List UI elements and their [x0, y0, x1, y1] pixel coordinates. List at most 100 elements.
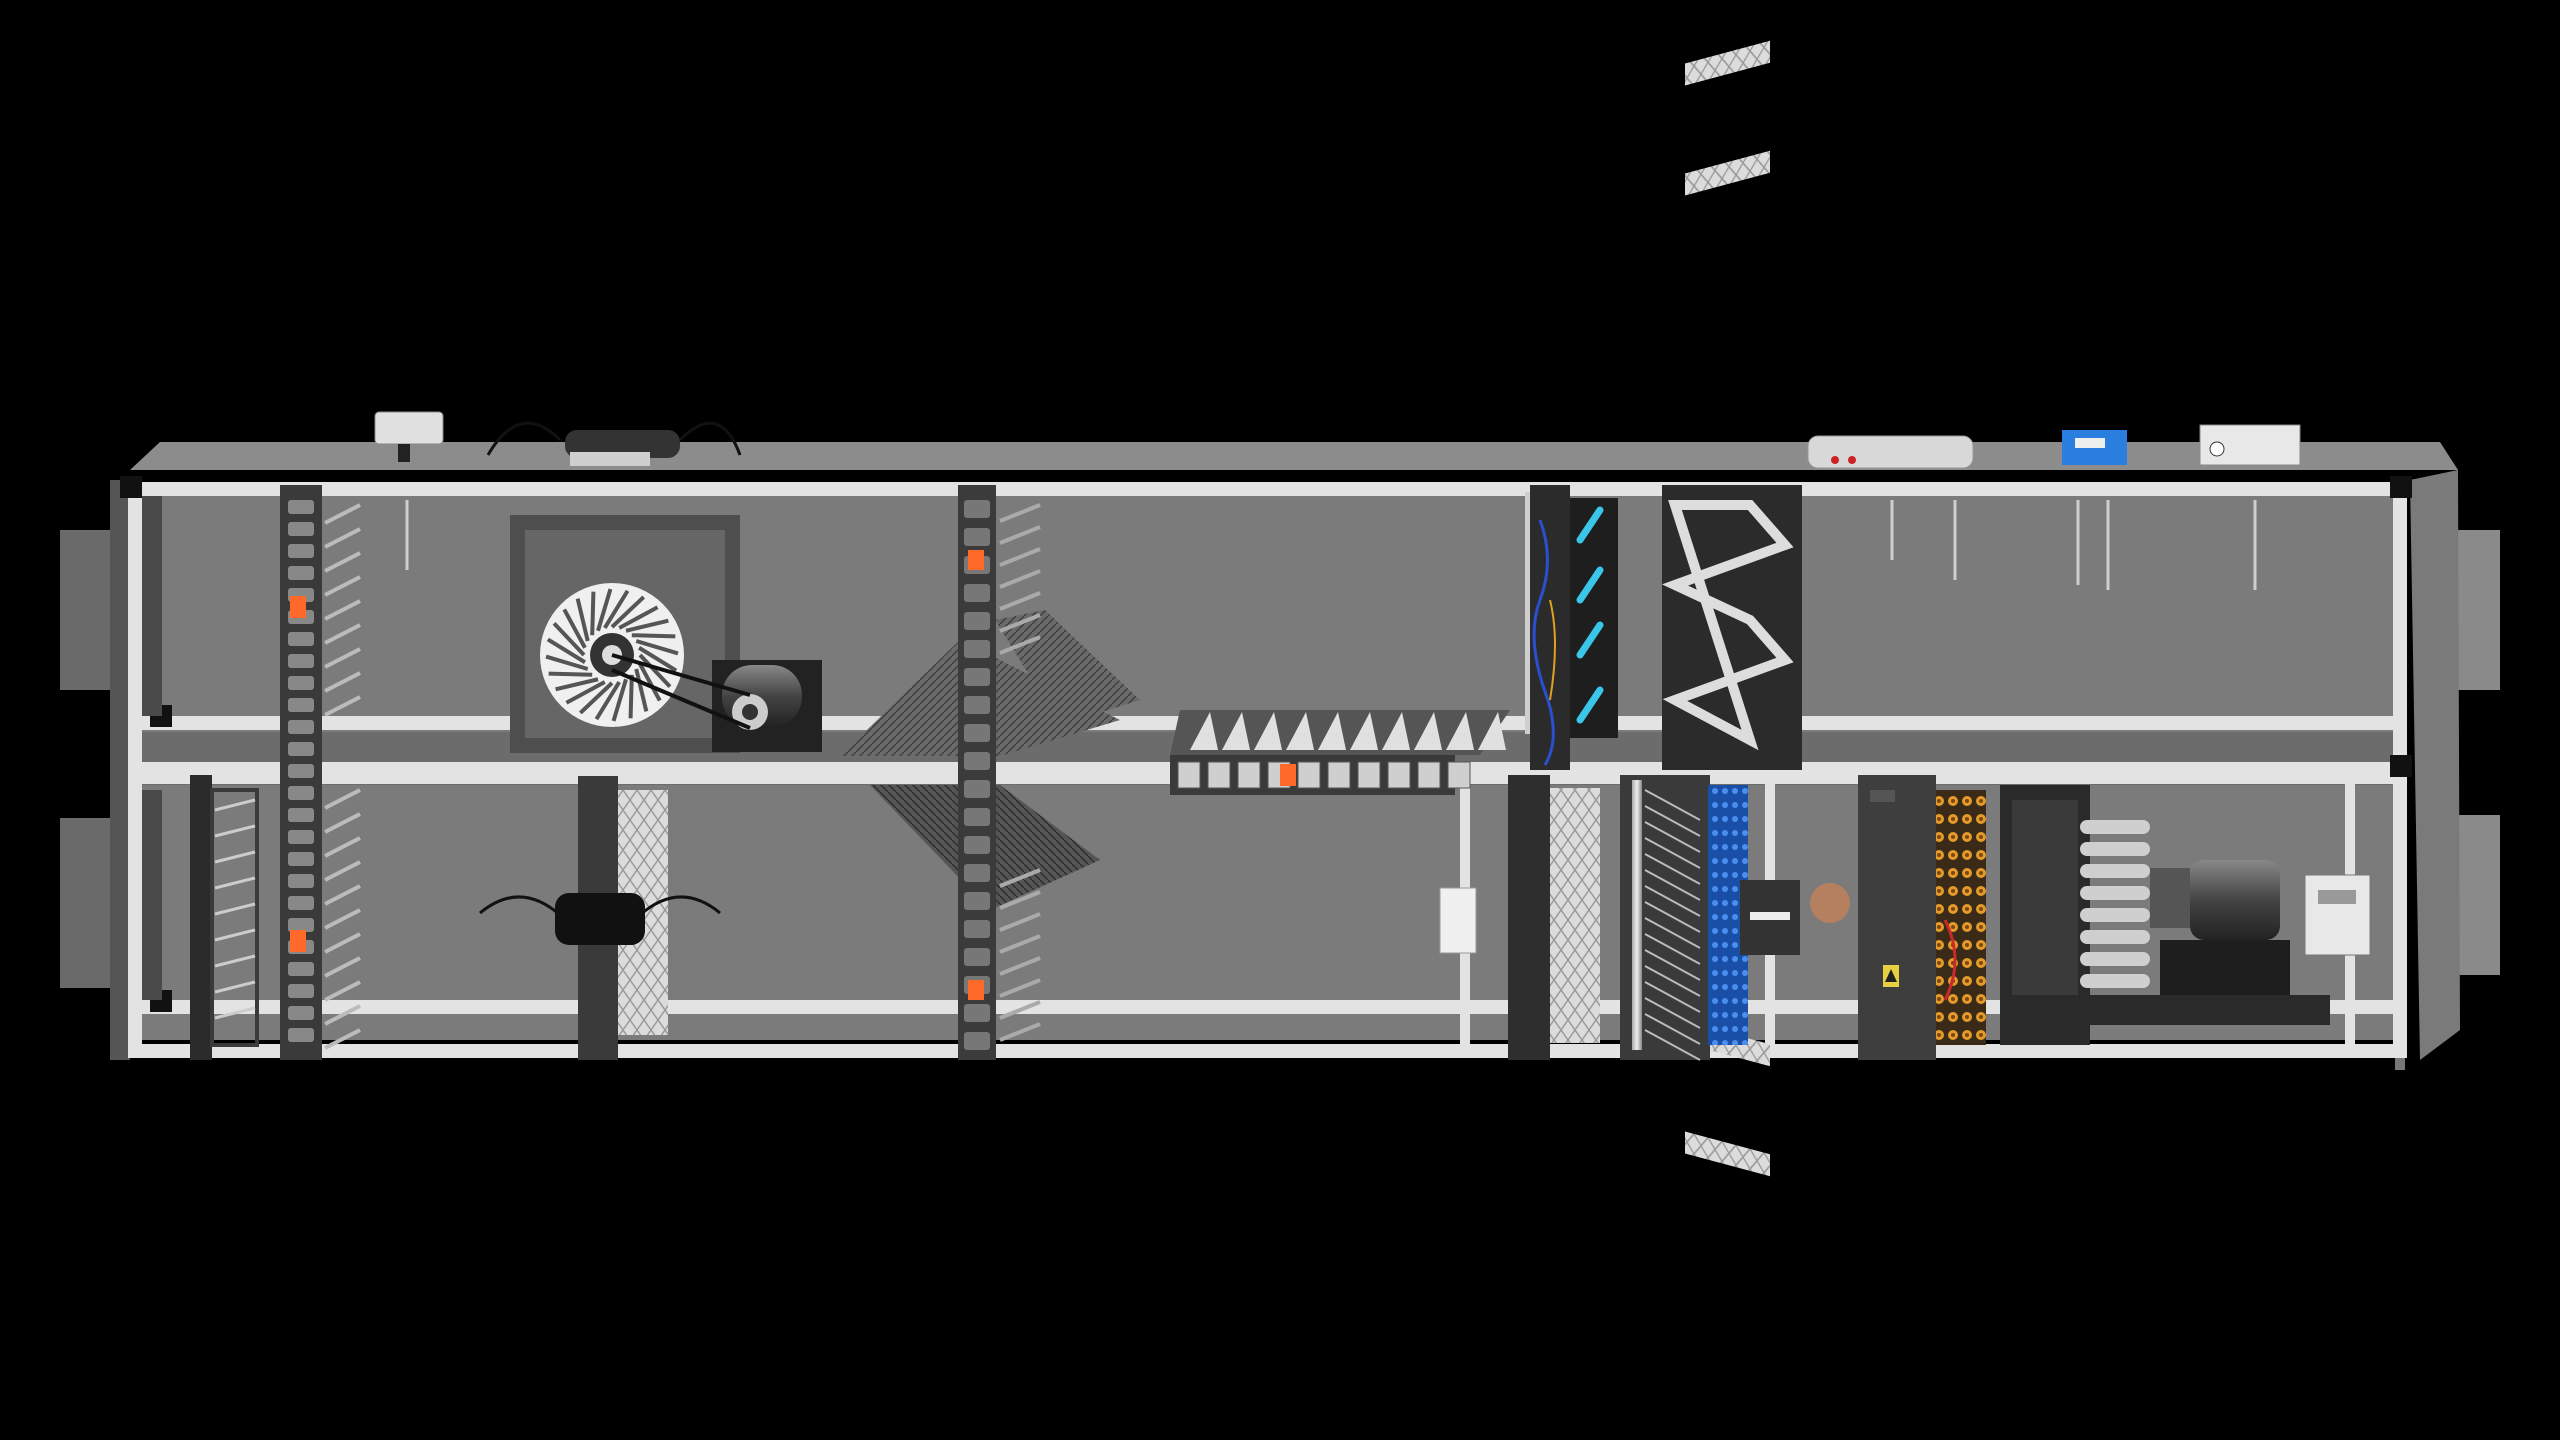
slat — [999, 890, 1041, 910]
mixing-damper[interactable] — [280, 485, 361, 1060]
return-fan[interactable] — [510, 515, 822, 753]
exchanger-link — [964, 920, 990, 938]
exhaust-fin — [1414, 712, 1442, 750]
exchanger-link — [964, 1032, 990, 1050]
damper-link — [288, 1006, 314, 1020]
slat — [999, 1022, 1041, 1042]
uv-tube — [1576, 506, 1604, 544]
drive-belt — [611, 653, 751, 697]
slat — [999, 613, 1041, 633]
filter-bar — [214, 850, 256, 864]
slat — [324, 599, 361, 621]
exchanger-link — [964, 752, 990, 770]
exhaust-damper[interactable] — [1170, 710, 1510, 795]
heating-coil[interactable] — [1620, 775, 1748, 1061]
intake-plenum[interactable] — [142, 496, 162, 1000]
fan-blade — [610, 595, 646, 629]
pre-filter-media[interactable] — [479, 776, 721, 1060]
fan-blade — [545, 654, 589, 671]
damper-link — [288, 1028, 314, 1042]
damper-link — [288, 962, 314, 976]
supply-fan-blade — [2080, 886, 2150, 900]
fan-blade — [611, 678, 628, 722]
junction-box-icon — [374, 411, 444, 462]
coil-tube — [1644, 1013, 1701, 1045]
pre-filter[interactable] — [190, 775, 259, 1060]
slat — [324, 527, 361, 549]
fan-blade — [628, 674, 634, 719]
energy-recovery-exchanger[interactable] — [840, 485, 1140, 1060]
upper-chamber — [130, 492, 2400, 732]
exhaust-fin — [1286, 712, 1314, 750]
damper-link — [288, 896, 314, 910]
slat — [999, 503, 1041, 523]
orange-coil — [1936, 790, 1986, 1045]
exchanger-link — [964, 892, 990, 910]
damper-link — [288, 698, 314, 712]
slat — [324, 647, 361, 669]
warning-label-icon — [1883, 965, 1899, 987]
slat — [324, 551, 361, 573]
damper-link — [288, 918, 314, 932]
slat — [324, 980, 361, 1002]
supply-fan-blade — [2080, 842, 2150, 856]
supply-fan[interactable] — [2000, 785, 2371, 1045]
exhaust-fin — [1446, 712, 1474, 750]
control-sensors[interactable] — [374, 411, 2301, 590]
supply-fan-blade — [2080, 930, 2150, 944]
fan-blade — [638, 653, 672, 689]
exchanger-link — [964, 724, 990, 742]
slat — [324, 575, 361, 597]
uv-lamp[interactable] — [1530, 485, 1618, 770]
fan-blade — [548, 671, 593, 677]
supply-fan-blade — [2080, 952, 2150, 966]
damper-slats — [324, 503, 361, 1050]
fan-blade — [631, 633, 676, 639]
fan-blade — [637, 646, 678, 673]
bag-pleat — [1685, 150, 1770, 196]
damper-link — [288, 874, 314, 888]
coil-tube — [1644, 885, 1701, 917]
exchanger-link — [964, 584, 990, 602]
exhaust-fin — [1254, 712, 1282, 750]
slat — [999, 1000, 1041, 1020]
fan-blade — [565, 680, 606, 705]
supply-fan-blade — [2080, 864, 2150, 878]
slat — [999, 547, 1041, 567]
final-filter[interactable] — [1439, 775, 1600, 1060]
damper-link — [288, 984, 314, 998]
damper-link — [288, 786, 314, 800]
gauge-box-icon — [2304, 874, 2371, 956]
damper-actuator-upper — [290, 596, 306, 618]
fan-base — [2010, 995, 2330, 1025]
fan-blade — [555, 677, 599, 692]
slat — [999, 569, 1041, 589]
exhaust-cell — [1387, 761, 1411, 789]
slat — [324, 956, 361, 978]
slat — [324, 503, 361, 525]
damper-actuator-lower — [290, 930, 306, 952]
coil-tube — [1644, 965, 1701, 997]
slat — [324, 908, 361, 930]
exhaust-cell — [1297, 761, 1321, 789]
slat — [999, 934, 1041, 954]
exhaust-fin — [1382, 712, 1410, 750]
filter-bar — [214, 902, 256, 916]
fan-blade — [637, 661, 662, 702]
damper-link — [288, 742, 314, 756]
header-pipe — [1632, 780, 1642, 1050]
slat — [324, 1028, 361, 1050]
damper-link — [288, 654, 314, 668]
slat — [999, 912, 1041, 932]
cable-junction — [555, 893, 645, 945]
exhaust-fin — [1478, 712, 1506, 750]
humidifier[interactable] — [1740, 880, 1850, 955]
filter-bar — [214, 876, 256, 890]
fan-blade — [590, 591, 596, 636]
exchanger-link — [964, 500, 990, 518]
fan-blade — [562, 608, 587, 649]
cooling-coil[interactable] — [1858, 775, 1986, 1060]
coil-tube — [1644, 853, 1701, 885]
